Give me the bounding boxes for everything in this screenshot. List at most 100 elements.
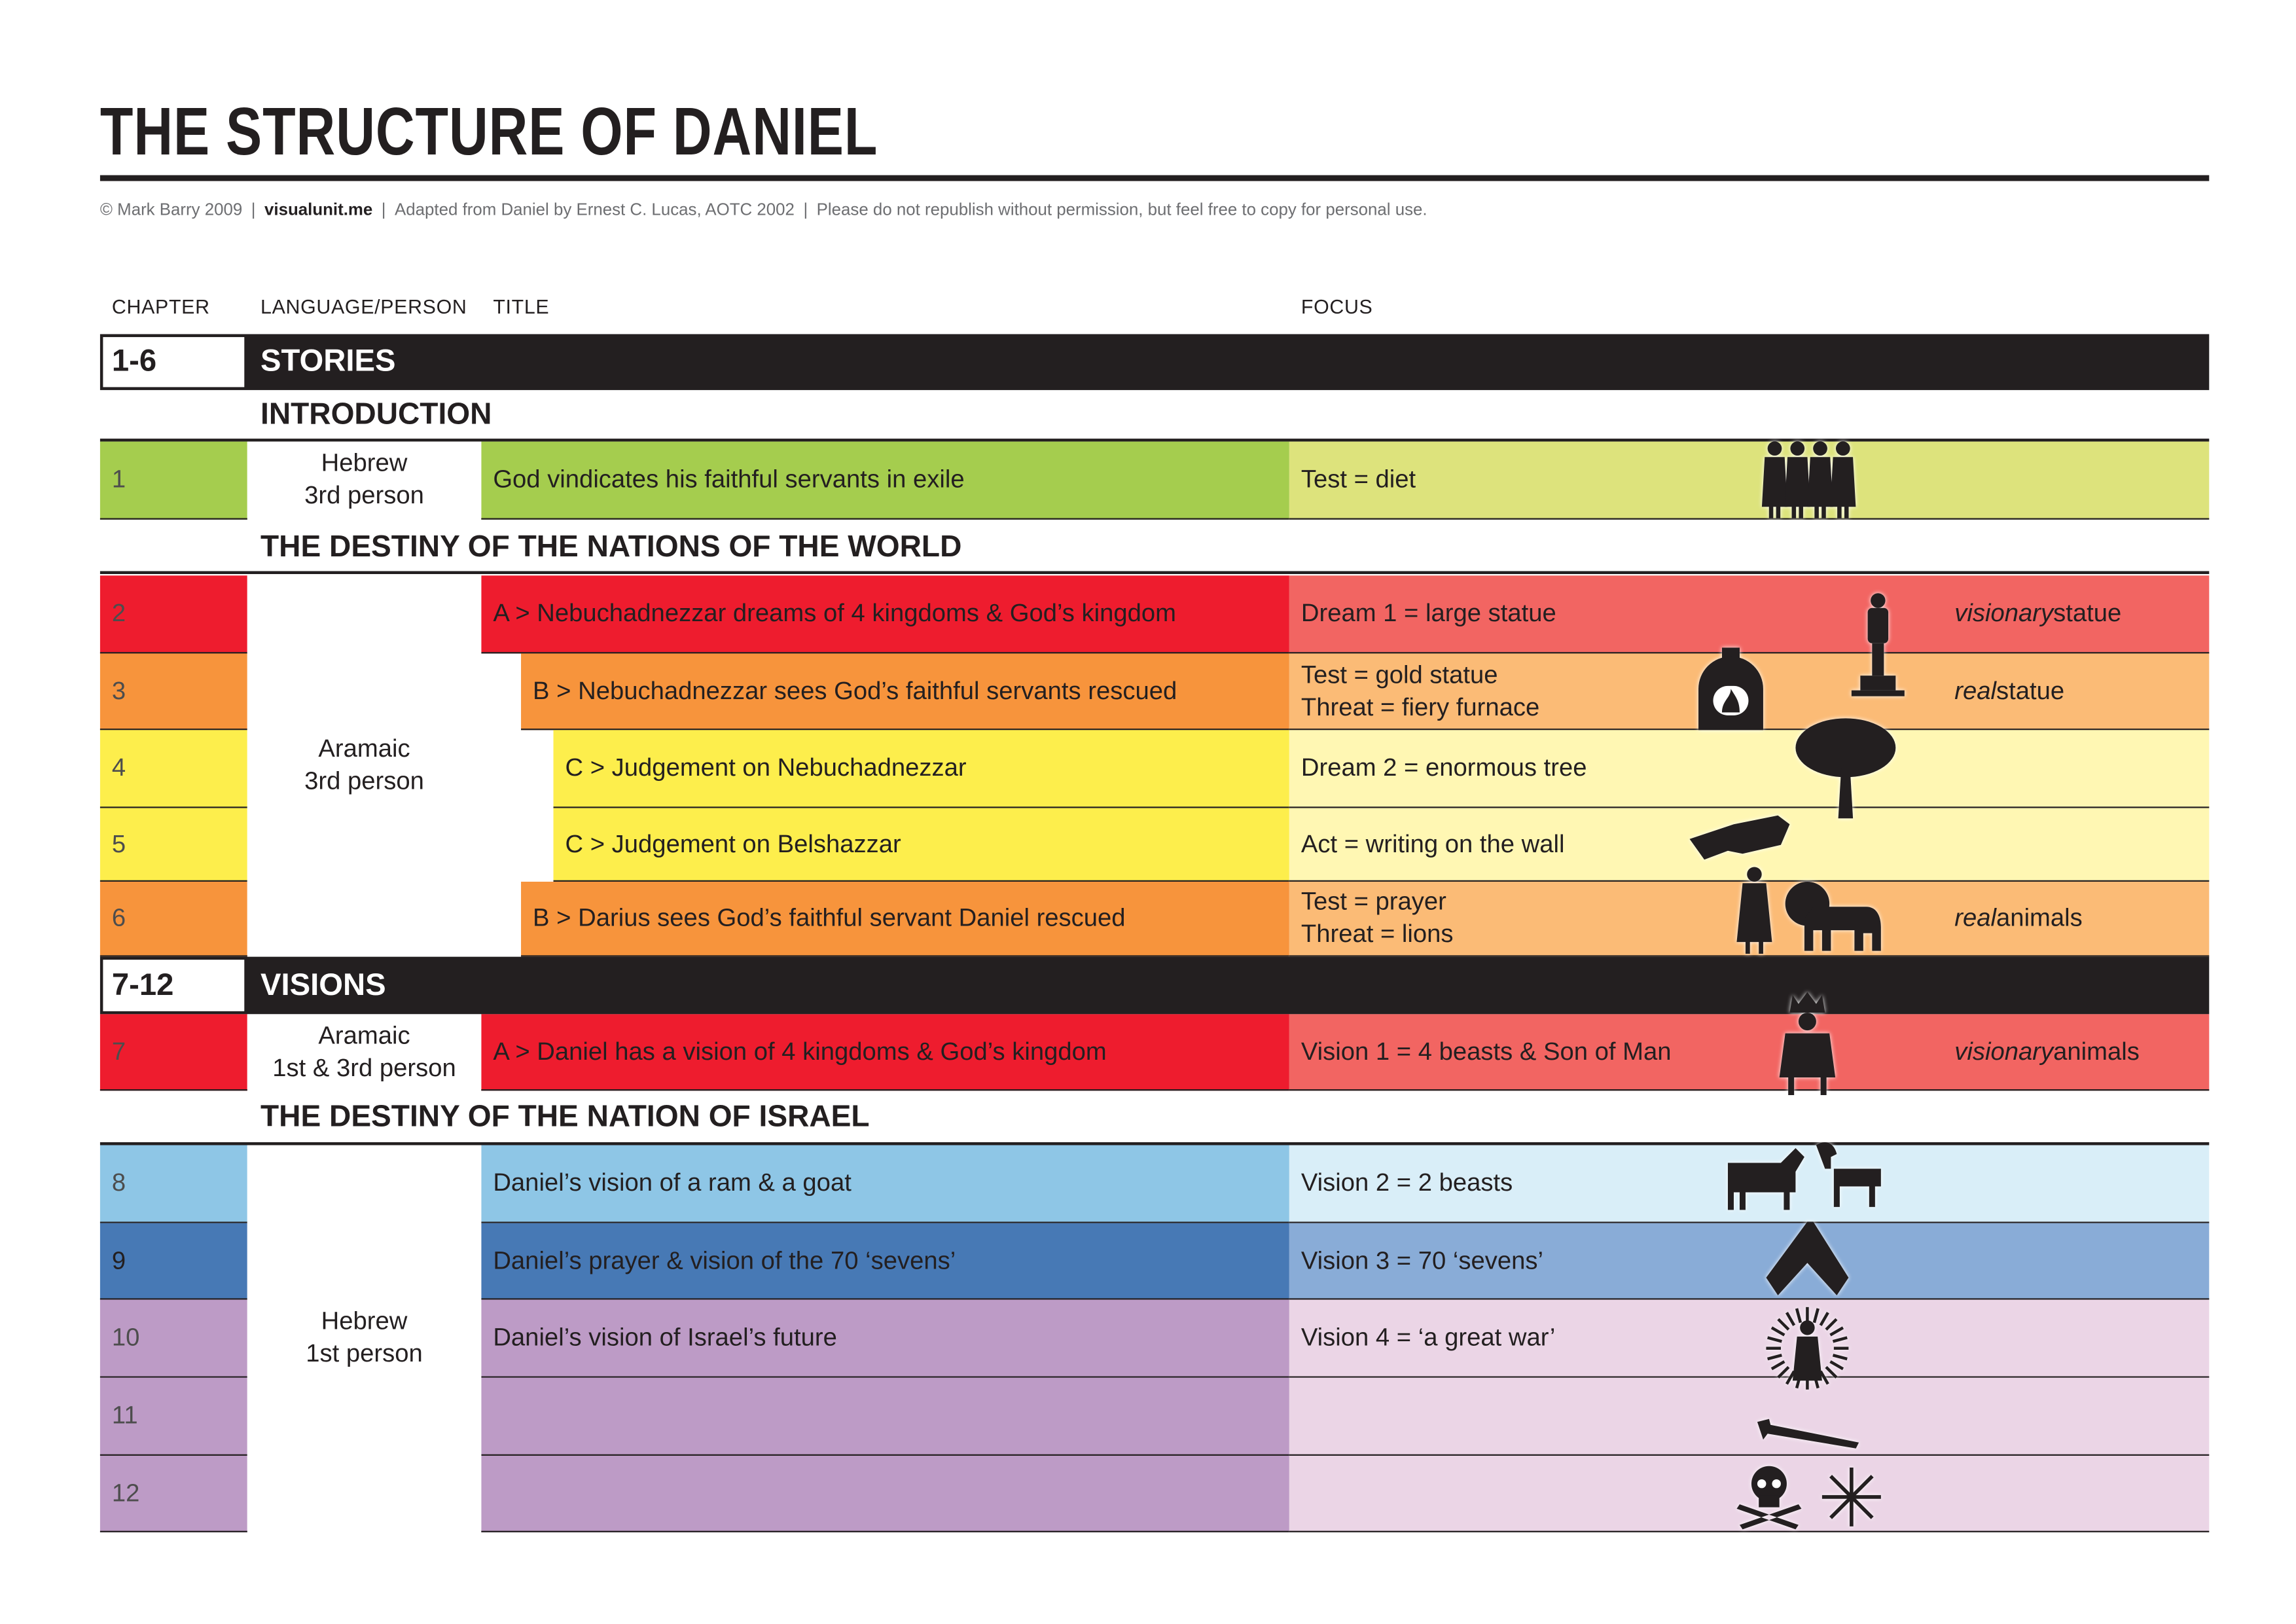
divider bbox=[99, 571, 2210, 574]
page-title: THE STRUCTURE OF DANIEL bbox=[99, 92, 878, 170]
focus-line: Dream 2 = enormous tree bbox=[1300, 753, 1587, 782]
chapter-title bbox=[481, 1455, 1289, 1532]
section-label: VISIONS bbox=[260, 967, 386, 1002]
note-qualifier: real bbox=[1954, 676, 1997, 705]
statue-icon bbox=[1848, 592, 1907, 698]
focus-line: Vision 3 = 70 ‘sevens’ bbox=[1300, 1246, 1544, 1274]
person: 1st person bbox=[306, 1339, 423, 1368]
chapter-number: 4 bbox=[99, 730, 247, 808]
focus-cell: Dream 1 = large statue visionary statue bbox=[1289, 575, 2210, 654]
chapter-title: Daniel’s vision of Israel’s future bbox=[481, 1299, 1289, 1378]
column-header-focus: FOCUS bbox=[1300, 295, 1373, 318]
focus-cell: Vision 4 = ‘a great war’ bbox=[1289, 1299, 2210, 1378]
focus-line: Dream 1 = large statue bbox=[1300, 599, 1556, 627]
divider bbox=[99, 1142, 2210, 1146]
focus-line: Act = writing on the wall bbox=[1300, 829, 1565, 857]
focus-note: real statue bbox=[1954, 653, 2064, 729]
writing-hand-icon bbox=[1689, 812, 1793, 862]
person: 3rd person bbox=[304, 481, 424, 510]
focus-line: Vision 1 = 4 beasts & Son of Man bbox=[1300, 1037, 1672, 1065]
site-link[interactable]: visualunit.me bbox=[264, 202, 373, 220]
subheader-nations: THE DESTINY OF THE NATIONS OF THE WORLD bbox=[260, 530, 962, 564]
focus-note: visionary animals bbox=[1954, 1014, 2140, 1089]
focus-line: Test = gold statue bbox=[1300, 660, 1498, 689]
chapter-title: C > Judgement on Belshazzar bbox=[553, 808, 1289, 882]
furnace-icon bbox=[1693, 647, 1769, 731]
chapter-number: 5 bbox=[99, 808, 247, 882]
subheader-introduction: INTRODUCTION bbox=[260, 397, 492, 431]
section-bar-stories: 1-6 STORIES bbox=[99, 334, 2210, 390]
language: Aramaic bbox=[318, 1020, 410, 1049]
chapter-number: 11 bbox=[99, 1377, 247, 1456]
section-bar-visions: 7-12 VISIONS bbox=[99, 956, 2210, 1015]
focus-cell bbox=[1289, 1455, 2210, 1532]
divider bbox=[99, 439, 2210, 442]
chapter-number: 7 bbox=[99, 1014, 247, 1091]
focus-text: Act = writing on the wall bbox=[1301, 828, 1565, 860]
separator: | bbox=[803, 202, 808, 220]
chapter-title: C > Judgement on Nebuchadnezzar bbox=[553, 730, 1289, 808]
focus-line: Test = diet bbox=[1300, 465, 1416, 494]
focus-note: visionary statue bbox=[1954, 575, 2121, 652]
lion-icon bbox=[1784, 880, 1886, 954]
focus-text: Vision 4 = ‘a great war’ bbox=[1301, 1322, 1556, 1354]
chapter-title: A > Daniel has a vision of 4 kingdoms & … bbox=[481, 1014, 1289, 1091]
goat-icon bbox=[1813, 1136, 1892, 1213]
focus-cell: Dream 2 = enormous tree bbox=[1289, 730, 2210, 808]
praying-hands-icon bbox=[1763, 1219, 1852, 1298]
chapter-number: 10 bbox=[99, 1299, 247, 1378]
focus-text: Dream 2 = enormous tree bbox=[1301, 752, 1587, 784]
throne-icon bbox=[1774, 989, 1841, 1096]
language-cell: Aramaic 1st & 3rd person bbox=[247, 1014, 482, 1090]
radiant-man-icon bbox=[1763, 1304, 1852, 1392]
focus-cell: Vision 3 = 70 ‘sevens’ bbox=[1289, 1223, 2210, 1300]
note-qualifier: real bbox=[1954, 903, 1997, 932]
note-qualifier: visionary bbox=[1954, 599, 2054, 627]
note-text: animals bbox=[2053, 1037, 2140, 1065]
note-text: statue bbox=[1996, 676, 2065, 705]
focus-cell bbox=[1289, 1377, 2210, 1456]
chapter-number: 3 bbox=[99, 653, 247, 731]
chapter-title: B > Darius sees God’s faithful servant D… bbox=[521, 881, 1289, 957]
sword-icon bbox=[1754, 1410, 1863, 1451]
four-men-icon bbox=[1756, 436, 1862, 521]
focus-text: Dream 1 = large statue bbox=[1301, 598, 1556, 630]
focus-line: Vision 4 = ‘a great war’ bbox=[1300, 1323, 1556, 1352]
chapter-number: 12 bbox=[99, 1455, 247, 1532]
star-icon bbox=[1819, 1466, 1884, 1528]
focus-cell: Test = diet bbox=[1289, 441, 2210, 520]
focus-cell: Vision 1 = 4 beasts & Son of Man visionar… bbox=[1289, 1014, 2210, 1091]
focus-line: Threat = lions bbox=[1300, 920, 1454, 948]
source-note: Adapted from Daniel by Ernest C. Lucas, … bbox=[395, 202, 795, 220]
chapter-number: 9 bbox=[99, 1223, 247, 1300]
focus-text: Vision 3 = 70 ‘sevens’ bbox=[1301, 1244, 1543, 1276]
column-header-chapter: CHAPTER bbox=[111, 295, 210, 318]
daniel-icon bbox=[1734, 865, 1775, 954]
chapter-number: 6 bbox=[99, 881, 247, 957]
chapter-title bbox=[481, 1377, 1289, 1456]
language: Aramaic bbox=[318, 734, 410, 763]
chapter-number: 2 bbox=[99, 575, 247, 654]
chapter-title: A > Nebuchadnezzar dreams of 4 kingdoms … bbox=[481, 575, 1289, 654]
chapter-number: 8 bbox=[99, 1145, 247, 1223]
chapter-title: Daniel’s vision of a ram & a goat bbox=[481, 1145, 1289, 1223]
chapter-title: God vindicates his faithful servants in … bbox=[481, 441, 1289, 520]
chapter-title: Daniel’s prayer & vision of the 70 ‘seve… bbox=[481, 1223, 1289, 1300]
credit-line: © Mark Barry 2009|visualunit.me|Adapted … bbox=[100, 202, 1427, 219]
focus-line: Threat = fiery furnace bbox=[1300, 693, 1540, 721]
title-rule bbox=[99, 175, 2210, 181]
chapter-title: B > Nebuchadnezzar sees God’s faithful s… bbox=[521, 653, 1289, 731]
permission-notice: Please do not republish without permissi… bbox=[816, 202, 1427, 220]
focus-note: real animals bbox=[1954, 882, 2083, 955]
language-cell: Hebrew 1st person bbox=[247, 1145, 482, 1531]
person: 1st & 3rd person bbox=[272, 1053, 456, 1081]
section-label: STORIES bbox=[260, 344, 396, 378]
note-text: animals bbox=[1996, 903, 2083, 932]
tree-icon bbox=[1793, 715, 1899, 819]
language: Hebrew bbox=[321, 1307, 408, 1335]
